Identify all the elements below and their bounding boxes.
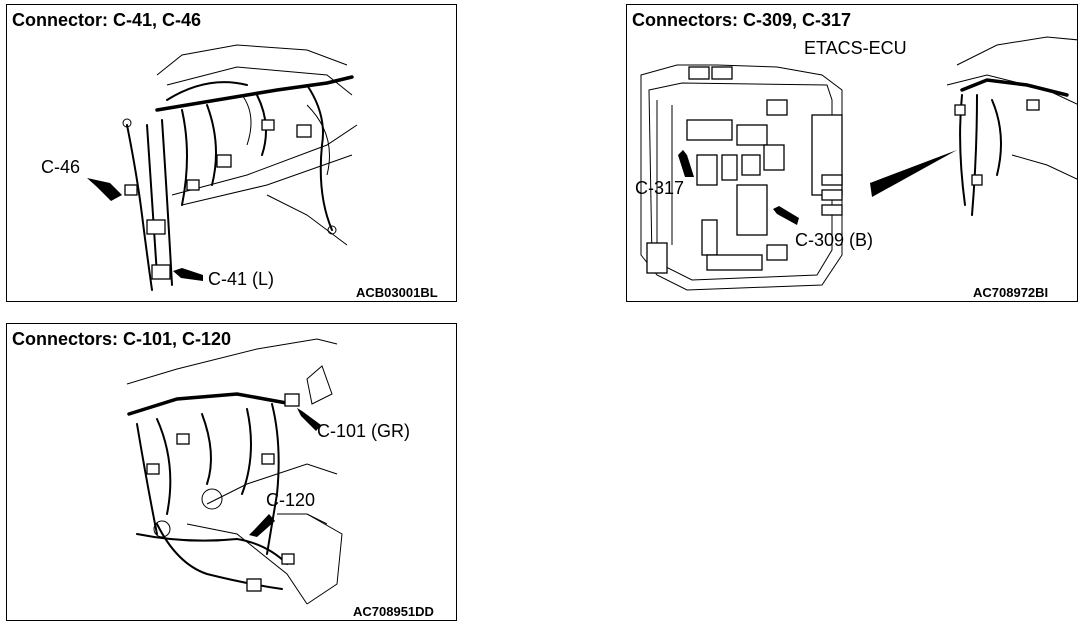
panel-title: Connectors: C-101, C-120 xyxy=(12,329,232,349)
etacs-ecu-illustration xyxy=(640,36,1077,291)
label-c317: C-317 xyxy=(635,178,685,198)
figure-code: AC708951DD xyxy=(353,604,434,619)
label-c309: C-309 (B) xyxy=(795,230,874,250)
panel-c41-c46: Connector: C-41, C-46 C-46 C-41 (L) ACB0… xyxy=(6,4,457,302)
label-c41: C-41 (L) xyxy=(208,269,275,289)
panel-c309-c317: Connectors: C-309, C-317 ETACS-ECU C-317… xyxy=(626,4,1078,302)
label-c101: C-101 (GR) xyxy=(317,421,411,441)
figure-code: ACB03001BL xyxy=(356,285,438,300)
label-c46: C-46 xyxy=(41,157,81,177)
label-c120: C-120 xyxy=(266,490,316,510)
dashboard-harness-illustration xyxy=(87,44,358,291)
label-etacs-ecu: ETACS-ECU xyxy=(804,38,907,58)
panel-title: Connector: C-41, C-46 xyxy=(12,10,202,30)
figure-code: AC708972BI xyxy=(973,285,1049,300)
panel-title: Connectors: C-309, C-317 xyxy=(632,10,852,30)
center-console-harness-illustration xyxy=(126,338,343,605)
panel-c101-c120: Connectors: C-101, C-120 C-101 (GR) C-12… xyxy=(6,323,457,621)
